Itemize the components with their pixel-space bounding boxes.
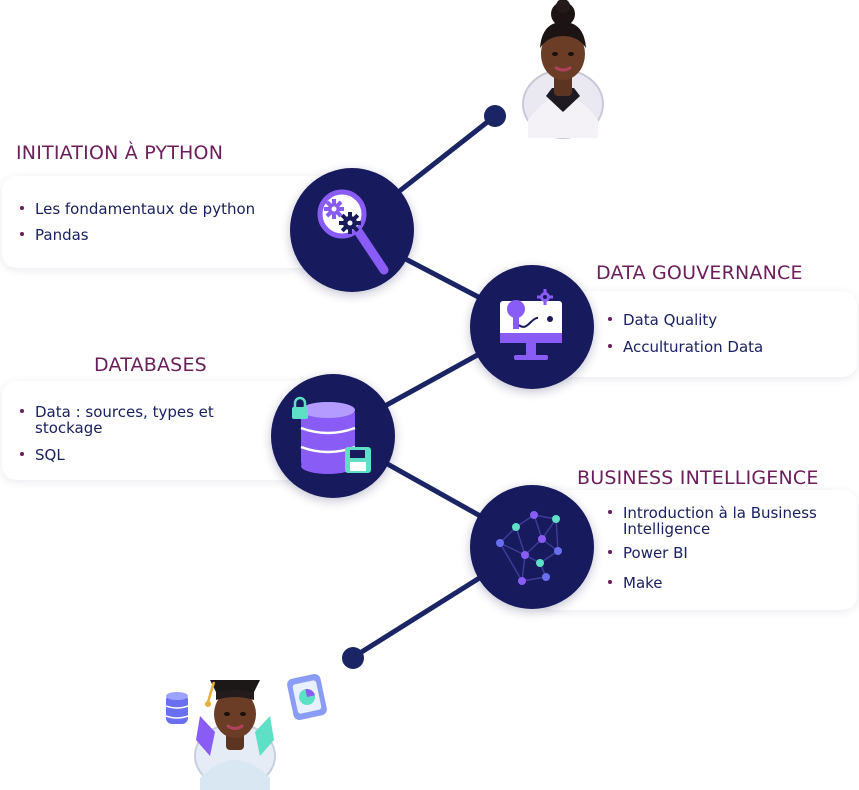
section-title-python: INITIATION À PYTHON xyxy=(16,142,224,164)
section-title-bi: BUSINESS INTELLIGENCE xyxy=(577,467,819,489)
node-bi xyxy=(470,485,594,609)
section-title-databases: DATABASES xyxy=(94,354,207,376)
student-avatar xyxy=(522,0,604,139)
database-lock-save-icon xyxy=(292,396,371,474)
list-item: Make xyxy=(608,575,848,591)
graduate-avatar xyxy=(165,674,327,790)
card-databases: Data : sources, types et stockage SQL xyxy=(2,381,320,480)
timeline-end-dot xyxy=(342,647,364,669)
node-databases xyxy=(271,374,395,498)
list-item: SQL xyxy=(20,447,260,463)
list-item: Pandas xyxy=(20,227,255,243)
timeline-start-dot xyxy=(484,105,506,127)
monitor-lightbulb-gear-icon xyxy=(500,289,562,360)
list-item: Data : sources, types et stockage xyxy=(20,404,260,436)
list-item: Acculturation Data xyxy=(608,339,763,355)
card-bi: Introduction à la Business Intelligence … xyxy=(540,490,857,610)
node-governance xyxy=(470,265,594,389)
list-item: Data Quality xyxy=(608,312,763,328)
network-graph-icon xyxy=(496,511,562,585)
node-python xyxy=(290,168,414,292)
list-item: Introduction à la Business Intelligence xyxy=(608,505,848,537)
section-title-governance: DATA GOUVERNANCE xyxy=(596,262,803,284)
list-item: Power BI xyxy=(608,545,848,561)
card-python: Les fondamentaux de python Pandas xyxy=(2,176,340,268)
list-item: Les fondamentaux de python xyxy=(20,201,255,217)
magnifier-gears-icon xyxy=(317,189,389,275)
